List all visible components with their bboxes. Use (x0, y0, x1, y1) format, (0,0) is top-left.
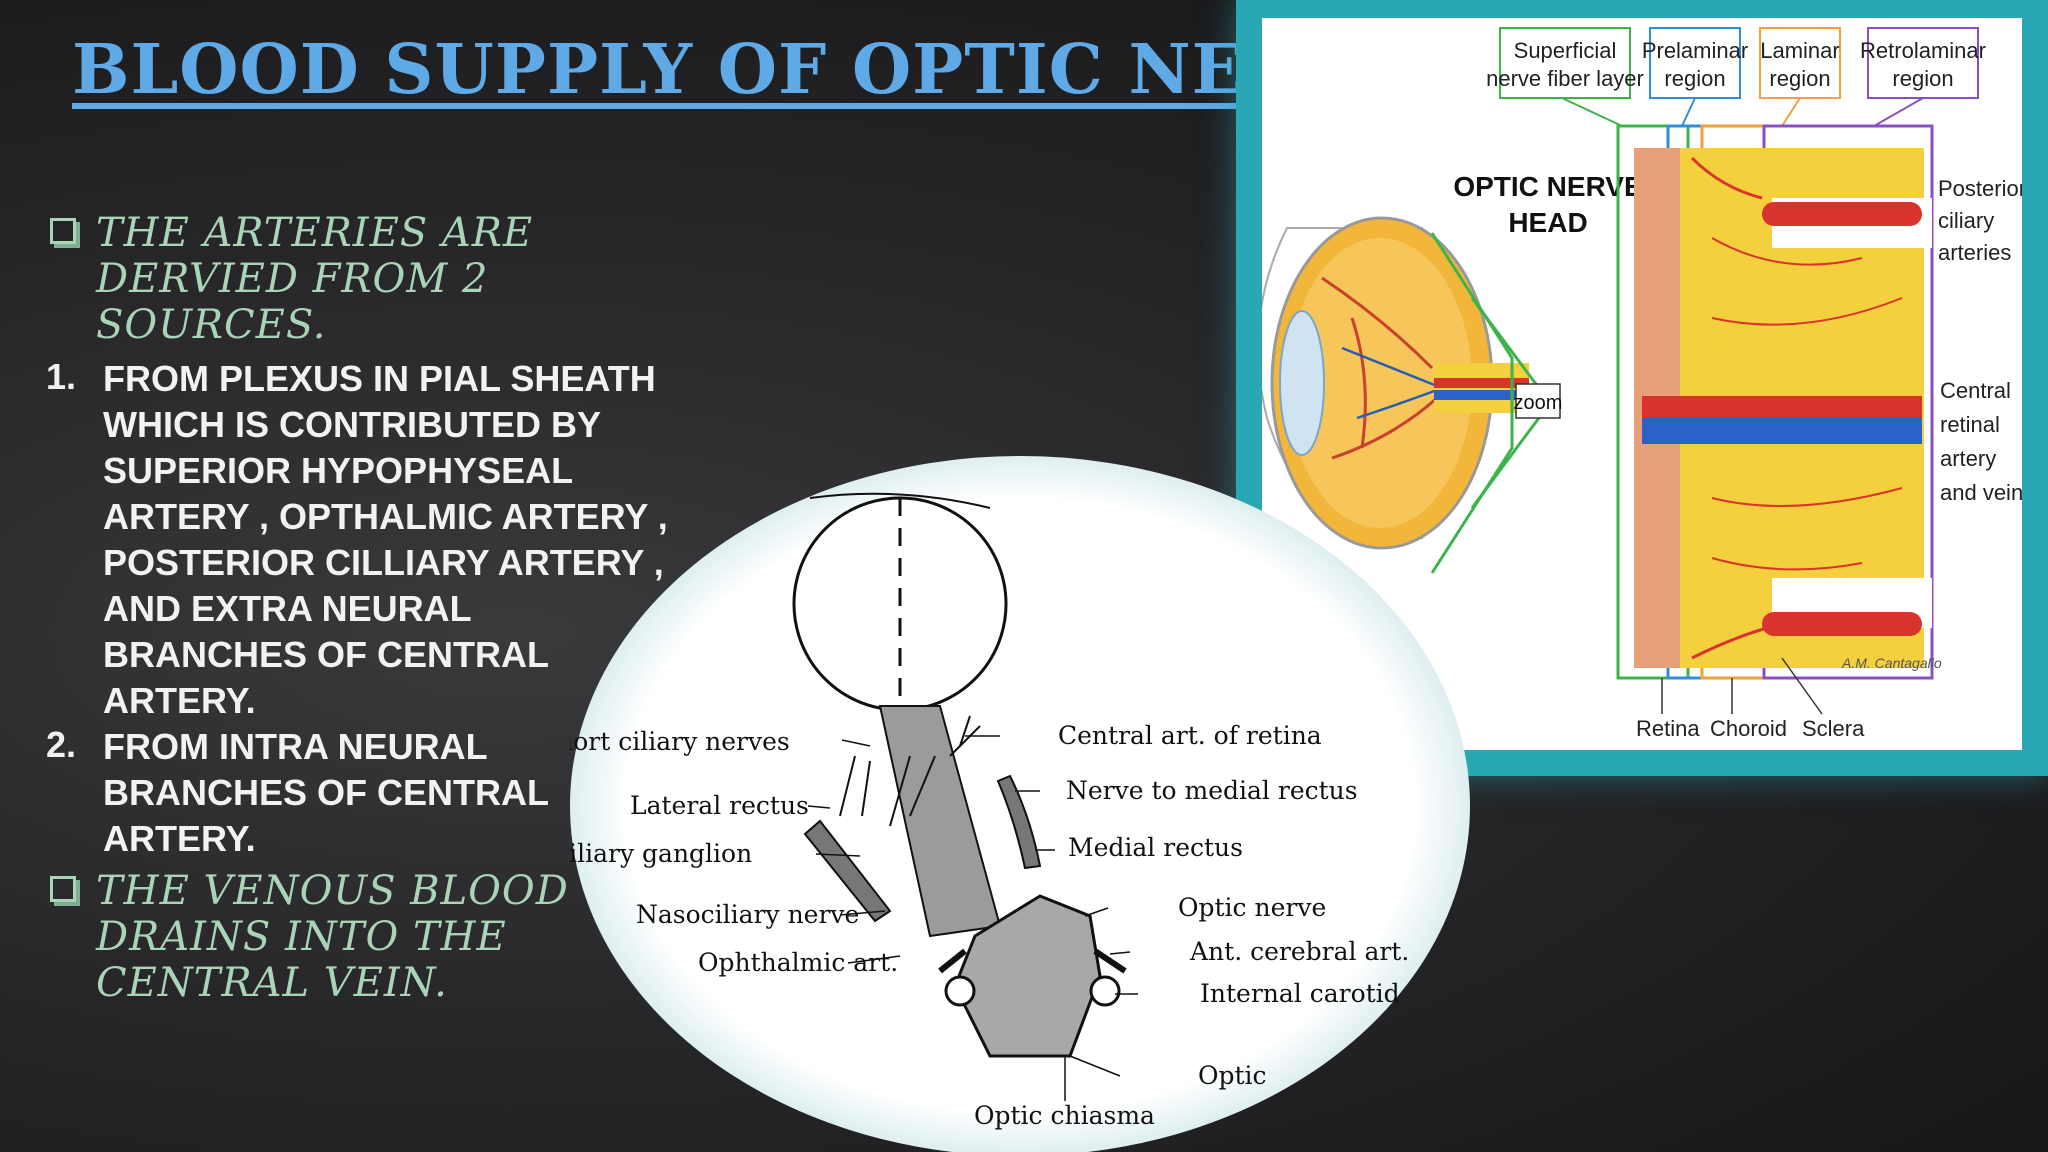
label-internal-carotid: Internal carotid (1200, 979, 1400, 1008)
label-retina: Retina (1636, 716, 1700, 741)
svg-text:Retrolaminar: Retrolaminar (1860, 38, 1986, 63)
label-prelaminar-region: Prelaminar region (1642, 27, 1748, 99)
numbered-item-2-text: FROM INTRA NEURAL BRANCHES OF CENTRAL AR… (103, 726, 549, 859)
label-choroid: Choroid (1710, 716, 1787, 741)
checkbox-bullet-icon (50, 876, 76, 902)
svg-text:Superficial: Superficial (1514, 38, 1617, 63)
bullet-intro-text: The arteries are dervied from 2 sources. (96, 210, 534, 348)
label-lateral-rectus: Lateral rectus (630, 791, 809, 820)
label-nasociliary-nerve: Nasociliary nerve (636, 900, 859, 929)
bullet-venous-text: The venous blood drains into the central… (96, 868, 569, 1006)
svg-text:ciliary: ciliary (1938, 208, 1994, 233)
numbered-item-1-text: FROM PLEXUS IN PIAL SHEATH WHICH IS CONT… (103, 358, 668, 721)
illustrator-signature: A.M. Cantagallo (1841, 655, 1942, 671)
svg-text:nerve fiber layer: nerve fiber layer (1486, 66, 1644, 91)
label-ophthalmic-artery: Ophthalmic art. (698, 948, 898, 977)
label-posterior-ciliary-arteries: Posterior ciliary arteries (1938, 176, 2026, 265)
orbit-diagram: Short ciliary nerves Lateral rectus Cili… (540, 492, 1409, 1130)
svg-text:HEAD: HEAD (1508, 207, 1587, 238)
bullet-venous: The venous blood drains into the central… (44, 868, 684, 1006)
label-central-retinal-vessels: Central retinal artery and vein (1940, 378, 2023, 505)
bullet-list: The arteries are dervied from 2 sources.… (44, 210, 684, 1014)
label-optic-tract: Optic (1198, 1061, 1267, 1090)
label-short-ciliary-nerves: Short ciliary nerves (570, 727, 790, 756)
label-retrolaminar-region: Retrolaminar region (1860, 27, 1986, 99)
zoom-arrow: zoom (1430, 232, 1563, 574)
label-optic-nerve: Optic nerve (1178, 893, 1326, 922)
optic-nerve-head-heading: OPTIC NERVE (1453, 171, 1642, 202)
label-optic-chiasma: Optic chiasma (974, 1101, 1155, 1130)
label-laminar-region: Laminar region (1759, 27, 1841, 99)
label-central-artery-of-retina: Central art. of retina (1058, 721, 1322, 750)
label-sclera: Sclera (1802, 716, 1865, 741)
svg-text:Posterior: Posterior (1938, 176, 2022, 201)
svg-text:zoom: zoom (1514, 392, 1563, 414)
svg-text:arteries: arteries (1938, 240, 2011, 265)
svg-text:retinal: retinal (1940, 412, 2000, 437)
optic-nerve-head-image: Superficial nerve fiber layer Prelaminar… (1257, 18, 2026, 750)
numbered-item-2-number: 2. (46, 724, 77, 765)
svg-text:Central: Central (1940, 378, 2011, 403)
label-ciliary-ganglion: Ciliary ganglion (570, 839, 752, 868)
label-nerve-to-medial-rectus: Nerve to medial rectus (1066, 776, 1358, 805)
numbered-item-1: 1. FROM PLEXUS IN PIAL SHEATH WHICH IS C… (44, 356, 684, 724)
label-superficial-layer: Superficial nerve fiber layer (1486, 27, 1644, 99)
svg-text:and vein: and vein (1940, 480, 2022, 505)
eyeball-illustration (1257, 216, 1529, 550)
label-medial-rectus: Medial rectus (1068, 833, 1243, 862)
optic-nerve-head-diagram: Superficial nerve fiber layer Prelaminar… (1257, 27, 2026, 741)
optic-nerve-cross-section (1634, 148, 1932, 668)
checkbox-bullet-icon (50, 218, 76, 244)
numbered-item-2: 2. FROM INTRA NEURAL BRANCHES OF CENTRAL… (44, 724, 684, 862)
svg-text:artery: artery (1940, 446, 1996, 471)
numbered-item-1-number: 1. (46, 356, 77, 397)
label-anterior-cerebral-artery: Ant. cerebral art. (1189, 937, 1409, 966)
bullet-intro: The arteries are dervied from 2 sources. (44, 210, 684, 348)
svg-text:Laminar: Laminar (1760, 38, 1839, 63)
svg-text:Prelaminar: Prelaminar (1642, 38, 1748, 63)
slide-title: BLOOD SUPPLY OF OPTIC NERVE (72, 30, 1407, 110)
svg-text:region: region (1664, 66, 1725, 91)
svg-text:region: region (1892, 66, 1953, 91)
orbit-diagram-ellipse: Short ciliary nerves Lateral rectus Cili… (540, 456, 1470, 1152)
svg-text:region: region (1769, 66, 1830, 91)
